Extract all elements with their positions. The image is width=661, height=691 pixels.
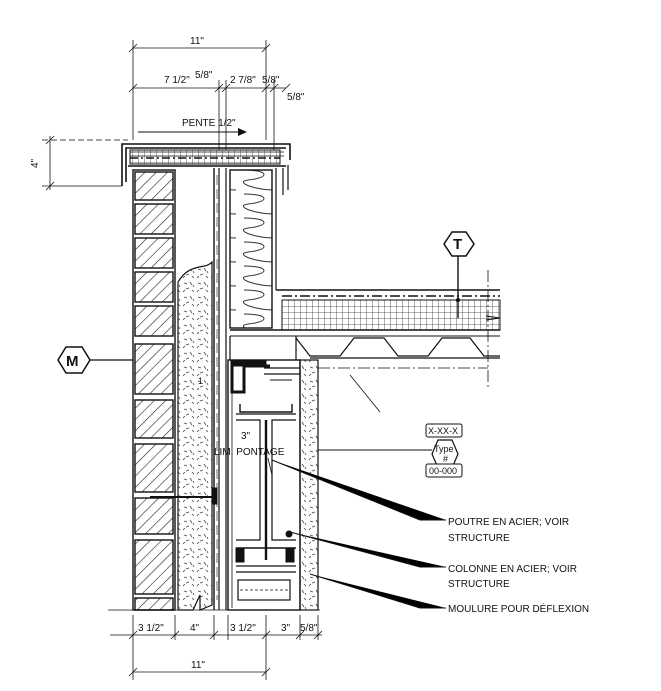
brick-veneer xyxy=(132,169,176,611)
brick-tie xyxy=(150,487,218,505)
dim-parapet: 4" xyxy=(30,158,41,168)
wall-tag-label: M xyxy=(66,353,79,370)
leader-lines xyxy=(271,459,446,609)
fire-type-hash: # xyxy=(443,454,448,464)
steel-column xyxy=(227,359,319,611)
fill-zone xyxy=(177,260,213,611)
bottom-dimensions xyxy=(108,609,323,680)
dim-bottom-e: 5/8" xyxy=(300,623,318,634)
dim-top-c: 2 7/8" xyxy=(230,75,256,86)
misc-label: 1 xyxy=(198,376,203,386)
beam-note-line1: POUTRE EN ACIER; VOIR xyxy=(448,517,569,528)
dim-bottom-total: 11" xyxy=(191,660,205,671)
dim-bottom-c: 3 1/2" xyxy=(230,623,256,634)
parapet-framing xyxy=(213,168,227,610)
wall-tag[interactable] xyxy=(57,346,133,374)
parapet-height-dim xyxy=(42,135,128,191)
coping-membrane xyxy=(129,149,281,165)
dim-bottom-d: 3" xyxy=(281,623,291,634)
dim-top-e: 5/8" xyxy=(287,92,305,103)
bridging-limit-label: LIM. PONTAGE xyxy=(214,447,285,458)
fire-number: 00-000 xyxy=(429,466,457,476)
dim-top-d: 5/8" xyxy=(262,75,280,86)
parapet-insulation xyxy=(229,169,273,329)
slope-arrowhead xyxy=(238,128,247,136)
slope-label: PENTE 1/2" xyxy=(182,118,236,129)
column-note-line1: COLONNE EN ACIER; VOIR xyxy=(448,564,577,575)
dim-bottom-b: 4" xyxy=(190,623,200,634)
top-dimensions xyxy=(128,40,291,150)
fire-type-word: Type xyxy=(434,444,454,454)
dim-top-total: 11" xyxy=(190,36,204,47)
column-note-line2: STRUCTURE xyxy=(448,579,510,590)
roof-tag-label: T xyxy=(453,236,462,253)
dim-inner-3: 3" xyxy=(241,431,251,442)
dim-top-a: 7 1/2" xyxy=(164,75,190,86)
roof-tag[interactable] xyxy=(443,231,475,318)
dim-top-b: 5/8" xyxy=(195,70,213,81)
fire-rating-tag[interactable] xyxy=(318,423,463,478)
roof-assembly xyxy=(229,270,501,390)
fire-code: X-XX-X xyxy=(428,426,458,436)
dim-bottom-a: 3 1/2" xyxy=(138,623,164,634)
moulding-note: MOULURE POUR DÉFLEXION xyxy=(448,602,589,615)
beam-note-line2: STRUCTURE xyxy=(448,533,510,544)
